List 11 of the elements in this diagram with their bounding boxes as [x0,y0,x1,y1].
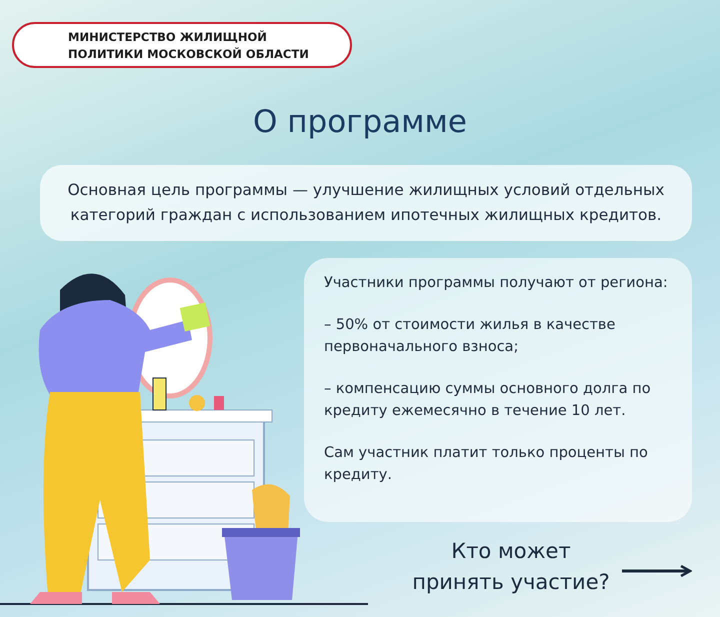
question-text: Кто может принять участие? [411,538,611,596]
paragraph: Основная цель программы — улучшение жилищных условий отдельных категорий граждан с использованием ипотечных жилищных кредитов. [66,180,666,226]
info-card [40,165,692,241]
paragraph: – компенсацию суммы основного долга по кредиту ежемесячно в течение 10 лет. [324,380,652,421]
paragraph: – 50% от стоимости жилья в качестве первоначального взноса; [324,316,616,357]
paragraph: Сам участник платит только проценты по кредиту. [324,444,649,485]
paragraph: Участники программы получают от региона: [324,274,669,293]
info-card [304,258,692,522]
header-badge [12,22,352,68]
title: О программе [252,104,468,140]
ministry-name: МИНИСТЕРСТВО ЖИЛИЩНОЙ ПОЛИТИКИ МОСКОВСКОЙ ОБЛАСТИ [68,29,310,63]
